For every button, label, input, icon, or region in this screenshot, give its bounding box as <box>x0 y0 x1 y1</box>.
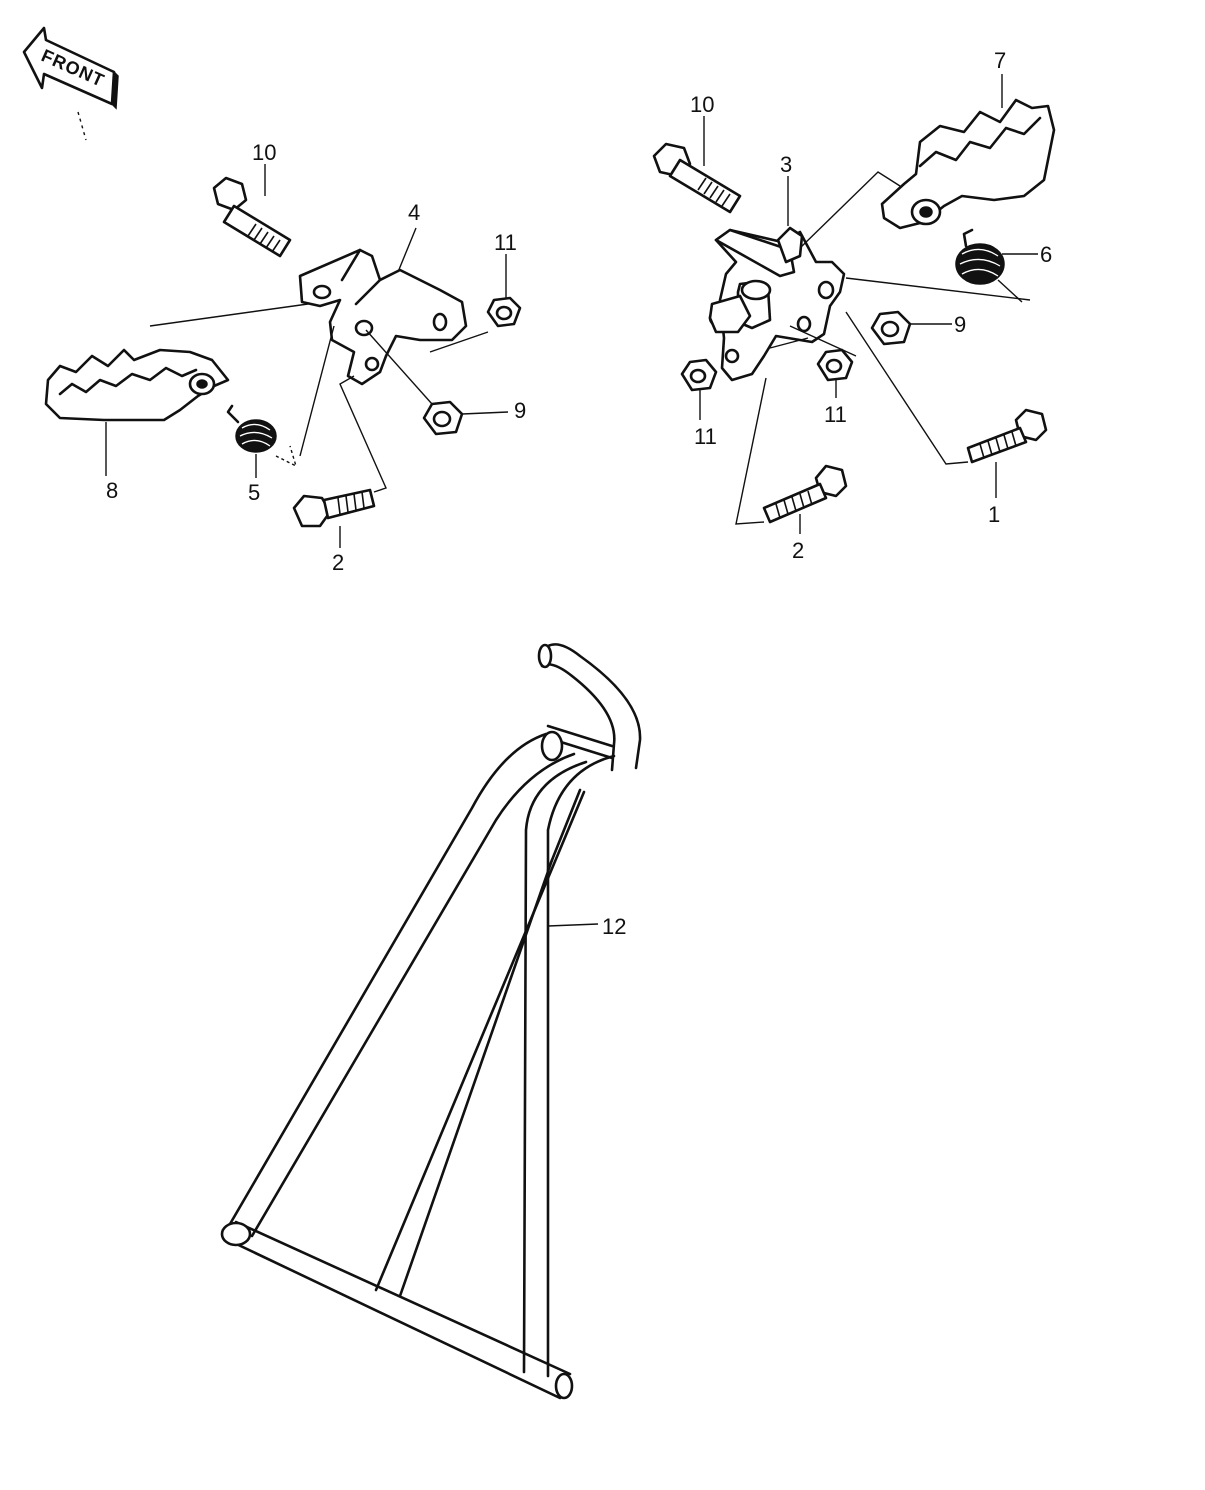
left-nut-9 <box>422 400 464 436</box>
left-spring-5 <box>226 404 277 453</box>
callout-left-nut-9: 9 <box>514 398 526 423</box>
callout-left-bracket-4: 4 <box>408 200 420 225</box>
right-nut-9 <box>870 310 912 346</box>
left-bolt-2 <box>292 488 376 528</box>
callout-right-bolt-10: 10 <box>690 92 714 117</box>
right-nut-11-right <box>816 348 854 382</box>
right-bolt-10 <box>652 142 742 214</box>
callout-left-bolt-10: 10 <box>252 140 276 165</box>
callout-stand-12: 12 <box>602 914 626 939</box>
right-spring-6 <box>955 228 1005 285</box>
right-footpeg-7 <box>880 98 1056 230</box>
callout-left-spring-5: 5 <box>248 480 260 505</box>
right-nut-11-left <box>680 358 718 392</box>
left-nut-11 <box>486 296 522 328</box>
callout-right-nut-9: 9 <box>954 312 966 337</box>
callout-right-spring-6: 6 <box>1040 242 1052 267</box>
right-bracket-3 <box>708 226 846 382</box>
stand-12 <box>220 643 642 1400</box>
callout-right-nut-11-left: 11 <box>694 424 717 449</box>
callout-right-bolt-2: 2 <box>792 538 804 563</box>
front-arrow-icon: FRONT <box>22 26 119 141</box>
callout-left-nut-11: 11 <box>494 230 517 255</box>
callout-right-footpeg-7: 7 <box>994 48 1006 73</box>
left-footpeg-8 <box>44 348 230 422</box>
callout-right-bracket-3: 3 <box>780 152 792 177</box>
callout-right-nut-11-right: 11 <box>824 402 847 427</box>
right-bolt-1 <box>966 408 1048 464</box>
callout-left-footpeg-8: 8 <box>106 478 118 503</box>
left-bracket-4 <box>298 248 468 386</box>
left-bolt-10 <box>212 176 292 258</box>
callout-left-bolt-2: 2 <box>332 550 344 575</box>
callout-right-bolt-1: 1 <box>988 502 1000 527</box>
right-bolt-2 <box>762 464 848 524</box>
